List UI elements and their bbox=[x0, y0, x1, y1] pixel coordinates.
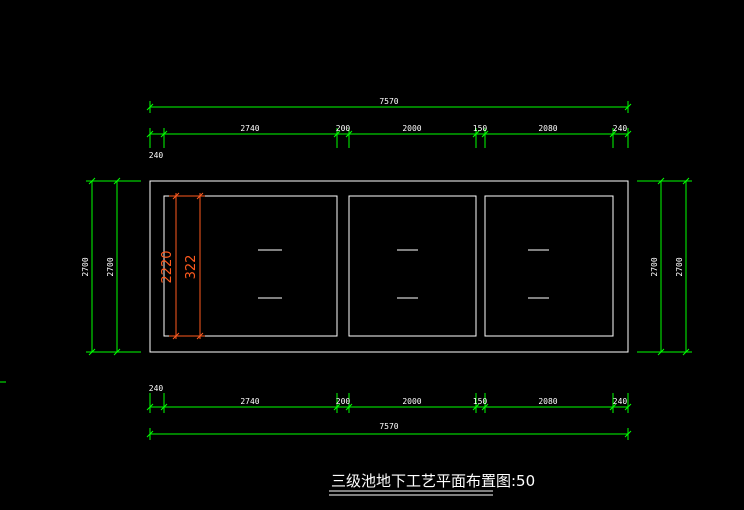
top-total-label: 7570 bbox=[379, 97, 398, 106]
highlight-dim-b-label: 322 bbox=[184, 255, 199, 280]
bottom-seg4-label: 150 bbox=[473, 397, 488, 406]
chamber-1 bbox=[163, 195, 338, 337]
top-seg2-label: 200 bbox=[336, 124, 351, 133]
right-dimension-group bbox=[637, 177, 692, 356]
right-inner-height-label: 2700 bbox=[650, 257, 659, 276]
highlight-dim-a-label: 2220 bbox=[160, 250, 175, 283]
bottom-seg5-label: 2080 bbox=[538, 397, 557, 406]
left-outer-height-label: 2700 bbox=[81, 257, 90, 276]
tank-outer-wall bbox=[149, 180, 629, 353]
right-outer-height-label: 2700 bbox=[675, 257, 684, 276]
top-seg3-label: 2000 bbox=[402, 124, 421, 133]
top-seg1-label: 2740 bbox=[240, 124, 259, 133]
left-dimension-group bbox=[0, 177, 141, 383]
bottom-seg3-label: 2000 bbox=[402, 397, 421, 406]
bottom-left-wall-label: 240 bbox=[149, 384, 164, 393]
bottom-seg6-label: 240 bbox=[613, 397, 628, 406]
top-seg4-label: 150 bbox=[473, 124, 488, 133]
top-seg5-label: 2080 bbox=[538, 124, 557, 133]
chamber-3 bbox=[484, 195, 614, 337]
top-left-wall-label: 240 bbox=[149, 151, 164, 160]
top-dimension-group bbox=[146, 101, 632, 148]
chamber-2 bbox=[348, 195, 477, 337]
bottom-seg1-label: 2740 bbox=[240, 397, 259, 406]
bottom-total-label: 7570 bbox=[379, 422, 398, 431]
bottom-dimension-group bbox=[146, 393, 632, 440]
top-seg6-label: 240 bbox=[613, 124, 628, 133]
title-underline bbox=[329, 490, 493, 496]
highlight-dimension-group bbox=[169, 192, 205, 340]
tank-plan bbox=[149, 180, 629, 353]
bottom-seg2-label: 200 bbox=[336, 397, 351, 406]
left-inner-height-label: 2700 bbox=[106, 257, 115, 276]
drawing-title: 三级池地下工艺平面布置图:50 bbox=[331, 472, 535, 490]
